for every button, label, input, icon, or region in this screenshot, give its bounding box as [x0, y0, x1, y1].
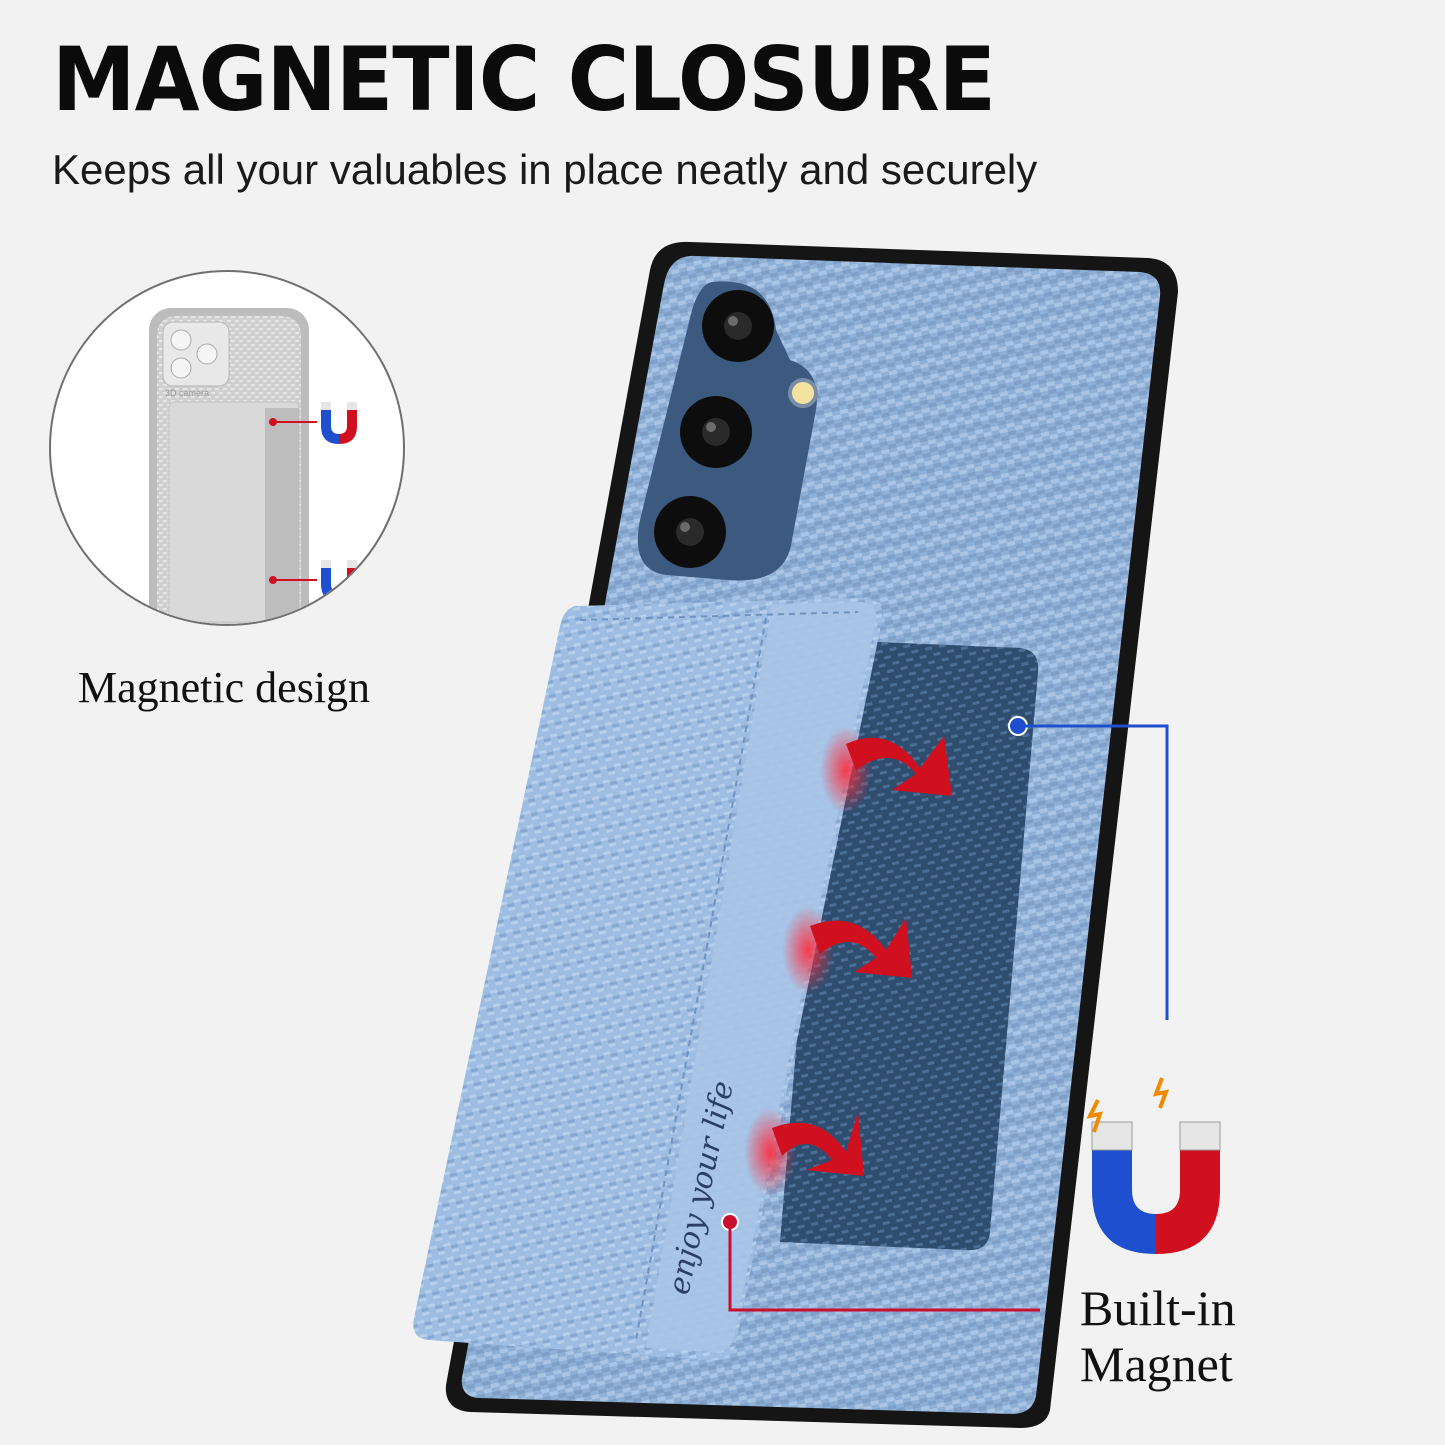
- grey-case-illustration: 3D camera: [149, 308, 357, 624]
- magnetic-design-inset: 3D camera: [49, 270, 405, 626]
- magnet-icon: [1086, 1077, 1221, 1254]
- subtitle: Keeps all your valuables in place neatly…: [52, 146, 1038, 193]
- built-in-magnet-label: Built-in Magnet: [1080, 1280, 1236, 1392]
- magnet-icon: [321, 402, 357, 444]
- embossed-text: enjoy your life: [662, 1078, 741, 1298]
- magnet-label-line2: Magnet: [1080, 1336, 1233, 1392]
- camera-text: 3D camera: [165, 388, 209, 398]
- camera-lens-icon: [654, 290, 818, 568]
- callout-lines: [721, 716, 1169, 1312]
- magnetic-design-label: Magnetic design: [78, 663, 371, 712]
- page-title: MAGNETIC CLOSURE: [52, 28, 996, 131]
- curved-arrow-icon: [744, 726, 952, 1196]
- magnet-label-line1: Built-in: [1080, 1280, 1236, 1336]
- flash: [788, 378, 818, 408]
